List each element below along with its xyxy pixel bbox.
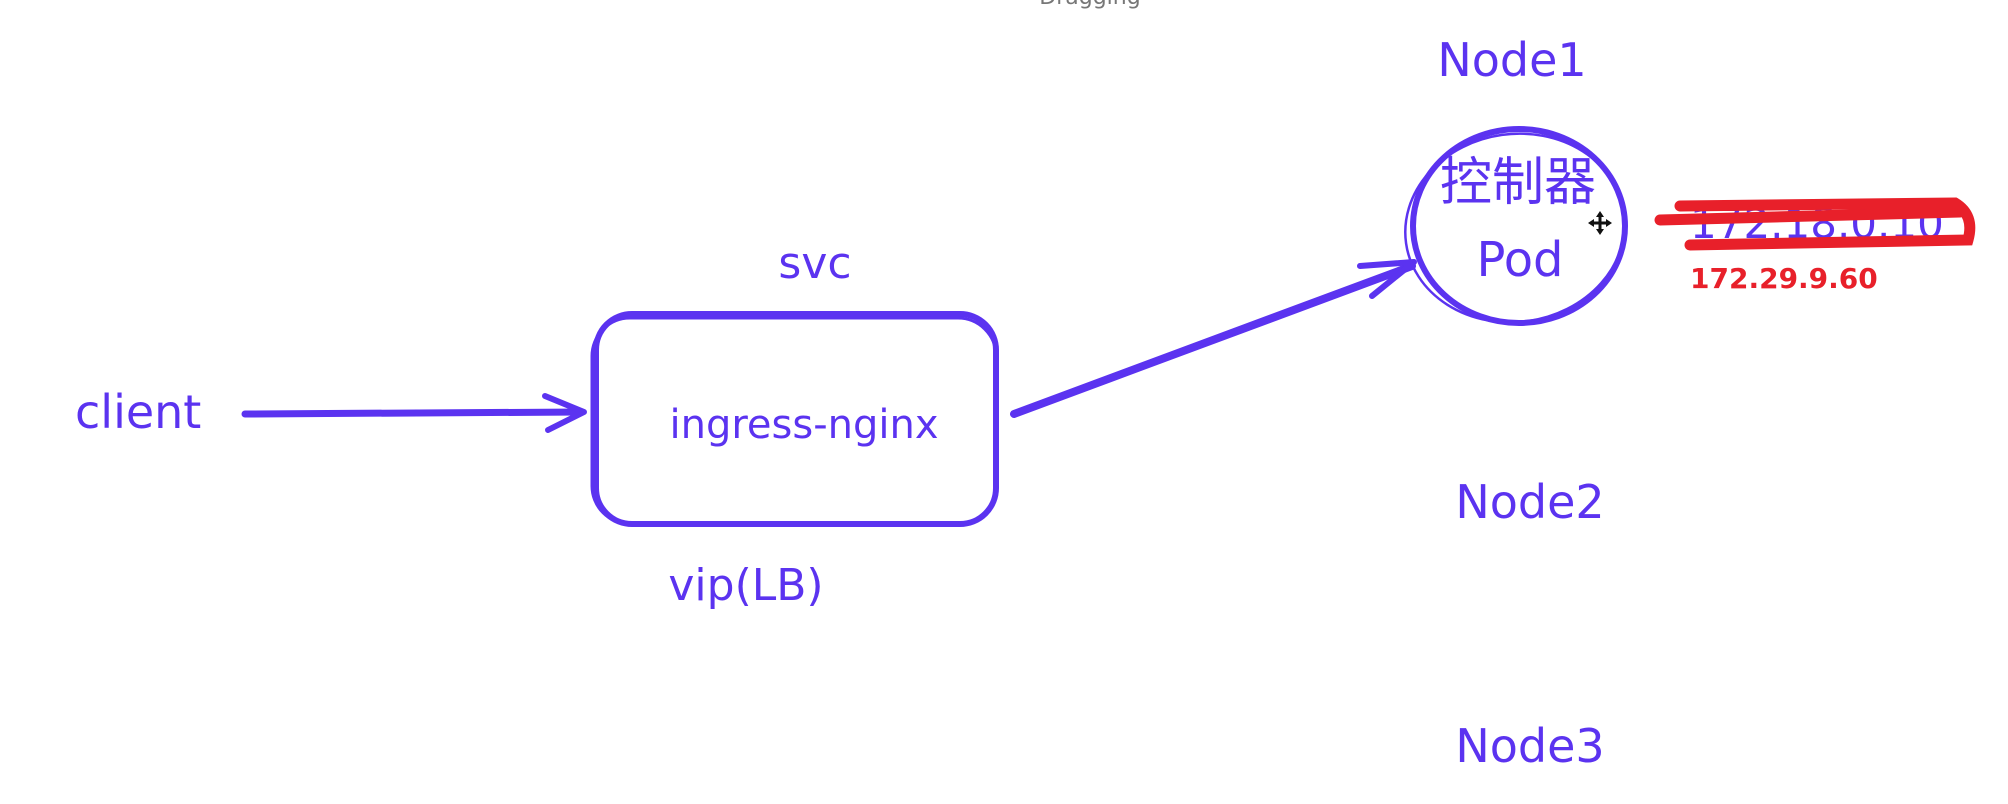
pod-circle-sketch xyxy=(1404,132,1626,324)
move-cursor-icon xyxy=(1588,211,1612,235)
controller-label: 控制器 xyxy=(1440,153,1596,213)
node2-label: Node2 xyxy=(1455,475,1604,529)
new-ip-label: 172.29.9.60 xyxy=(1690,262,1878,295)
node1-label: Node1 xyxy=(1437,33,1586,87)
vip-label: vip(LB) xyxy=(668,560,823,611)
old-ip-strikethrough xyxy=(1654,197,1976,251)
svc-label: svc xyxy=(778,238,851,289)
ingress-service-box-sketch xyxy=(590,316,998,526)
ingress-nginx-label: ingress-nginx xyxy=(669,402,938,448)
controller-pod[interactable]: 控制器 Pod xyxy=(1393,120,1637,337)
top-status-text: Dragging xyxy=(1039,0,1140,10)
node3-label: Node3 xyxy=(1455,719,1604,773)
client-to-svc-arrow xyxy=(241,393,587,433)
svc-to-pod-arrow xyxy=(1010,259,1417,418)
pod-label: Pod xyxy=(1476,232,1563,288)
client-label: client xyxy=(75,385,201,439)
